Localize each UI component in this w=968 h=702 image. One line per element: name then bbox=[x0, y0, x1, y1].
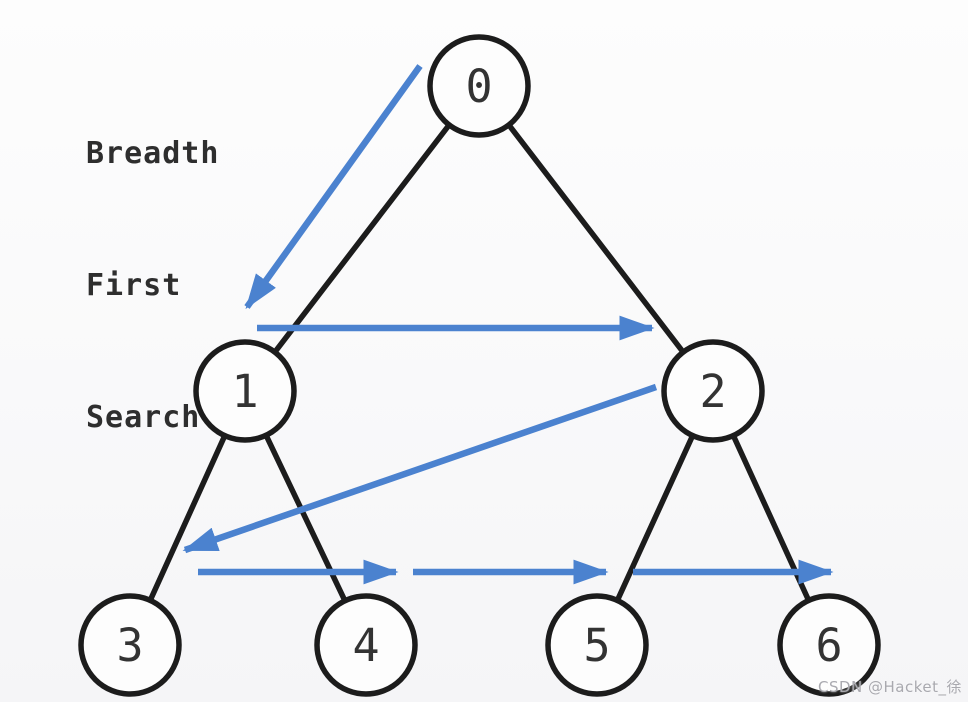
tree-edge-0-2 bbox=[476, 83, 716, 394]
tree-node-3 bbox=[78, 593, 182, 697]
node-label-6: 6 bbox=[815, 619, 842, 672]
page-title: Breadth First Search bbox=[86, 44, 219, 528]
tree-node-5 bbox=[545, 593, 649, 697]
tree-edge-0-1 bbox=[242, 83, 482, 394]
tree-node-2 bbox=[661, 339, 765, 443]
node-label-3: 3 bbox=[116, 619, 143, 672]
node-label-1: 1 bbox=[231, 365, 258, 418]
title-line-3: Search bbox=[86, 400, 201, 435]
node-label-5: 5 bbox=[583, 619, 610, 672]
tree-node-4 bbox=[314, 593, 418, 697]
title-line-2: First bbox=[86, 268, 182, 303]
title-line-1: Breadth bbox=[86, 136, 220, 171]
node-label-2: 2 bbox=[699, 365, 726, 418]
tree-node-0 bbox=[427, 34, 531, 138]
node-label-4: 4 bbox=[352, 619, 379, 672]
tree-node-1 bbox=[193, 339, 297, 443]
node-label-0: 0 bbox=[465, 60, 492, 113]
tree-node-6 bbox=[777, 593, 881, 697]
watermark: CSDN @Hacket_徐 bbox=[817, 678, 962, 696]
bfs-arrow-0-to-1 bbox=[244, 64, 423, 310]
bfs-arrow-2-to-3 bbox=[182, 383, 658, 554]
